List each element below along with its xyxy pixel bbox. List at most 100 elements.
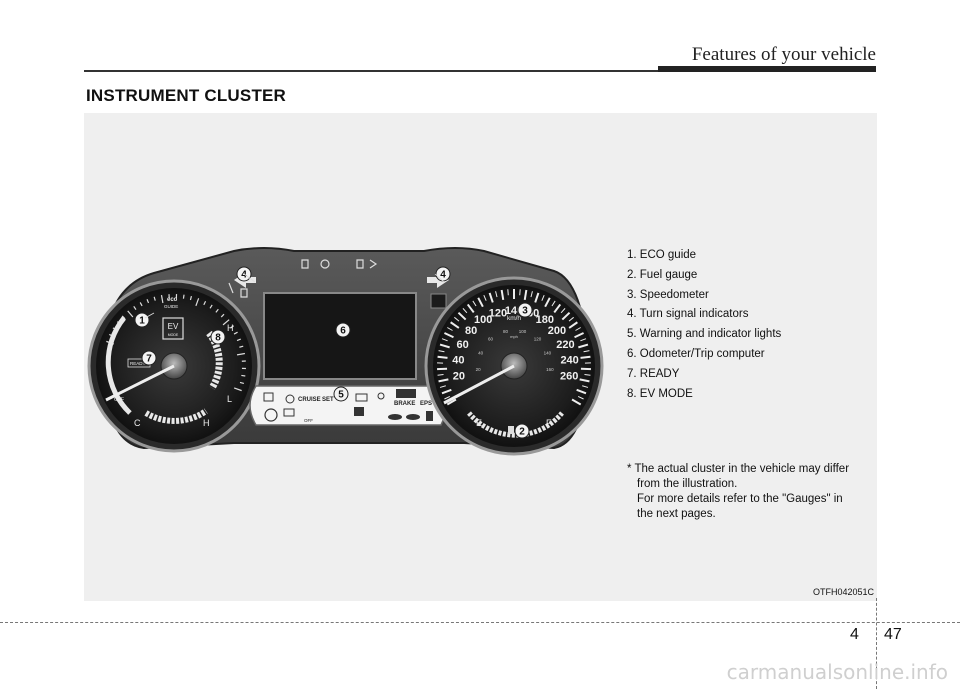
callout-badge: 1 — [134, 312, 150, 328]
speed-tick-label: 240 — [560, 354, 578, 366]
ev-mode-label: MODE — [168, 333, 179, 337]
ready-label: READY — [130, 361, 146, 366]
legend-list: 1. ECO guide 2. Fuel gauge 3. Speedomete… — [627, 246, 781, 404]
callout-badge: 4 — [435, 266, 451, 282]
legend-item: 7. READY — [627, 367, 680, 380]
fuel-f-label: F — [546, 418, 552, 428]
speed-tick-label: 180 — [536, 314, 554, 326]
ev-brake-icon — [396, 389, 416, 398]
speed-tick-label: 200 — [548, 325, 566, 337]
cruise-label: CRUISE — [298, 397, 321, 403]
callout-badge: 8 — [210, 329, 226, 345]
callout-number: 5 — [338, 390, 344, 401]
off-label: OFF — [114, 397, 124, 403]
top-indicator-icons — [228, 259, 378, 298]
speed-tick-label: 60 — [456, 339, 468, 351]
legend-item: 2. Fuel gauge — [627, 268, 698, 281]
page-number: 47 — [884, 626, 902, 643]
c-label: C — [134, 418, 141, 428]
illustration-note: * The actual cluster in the vehicle may … — [627, 462, 872, 522]
note-line: the next pages. — [637, 508, 716, 520]
speed-tick-label: 100 — [474, 314, 492, 326]
mph-tick-label: 20 — [476, 367, 482, 372]
service-icon — [354, 407, 364, 416]
header-title: Features of your vehicle — [691, 44, 876, 65]
speed-tick-label: 80 — [465, 325, 477, 337]
set-label: SET — [322, 397, 334, 403]
speed-tick-label: 40 — [452, 354, 464, 366]
callout-number: 7 — [146, 354, 152, 365]
callout-badge: 6 — [335, 322, 351, 338]
speed-tick-label: 120 — [489, 307, 507, 319]
callout-number: 1 — [139, 316, 145, 327]
figure-code: OTFH042051C — [812, 587, 874, 597]
mph-tick-label: 120 — [534, 337, 542, 342]
callout-number: 4 — [241, 270, 247, 281]
fuel-warning-icon — [426, 411, 433, 421]
warning-strip: CRUISE SET OFF BRAKE EPS — [249, 385, 448, 426]
h-top-label: H — [227, 323, 234, 333]
l-label: L — [227, 394, 232, 404]
mph-tick-label: 100 — [519, 329, 527, 334]
note-line: * The actual cluster in the vehicle may … — [627, 463, 850, 475]
section-title: INSTRUMENT CLUSTER — [86, 86, 287, 105]
legend-item: 5. Warning and indicator lights — [627, 328, 782, 341]
callout-number: 6 — [340, 326, 346, 337]
eps-label: EPS — [420, 401, 432, 407]
note-line: For more details refer to the "Gauges" i… — [637, 493, 843, 505]
instrument-cluster-illustration: EV MODE eco GUIDE READY OFF H L C H — [87, 247, 604, 456]
footer-vertical-rule — [876, 598, 877, 689]
speed-unit-label: km/h — [507, 315, 521, 322]
ev-label: EV — [168, 322, 179, 331]
mph-tick-label: 140 — [544, 350, 552, 355]
battery-icon — [355, 393, 368, 402]
right-turn-arrow-icon — [427, 272, 449, 288]
header-tab — [658, 66, 876, 72]
legend-item: 4. Turn signal indicators — [627, 308, 749, 321]
callout-badge: 2 — [514, 423, 530, 439]
fuel-e-label: E — [476, 418, 482, 428]
mph-tick-label: 160 — [546, 367, 554, 372]
callout-badge: 5 — [333, 386, 349, 402]
callout-number: 3 — [522, 306, 528, 317]
legend-item: 1. ECO guide — [627, 249, 697, 261]
speedometer: 20406080100120140160180200220240260 2040… — [424, 276, 604, 456]
left-gauge: EV MODE eco GUIDE READY OFF H L C H — [87, 279, 261, 453]
speed-tick-label: 20 — [453, 371, 465, 383]
footer-dashed-rule — [0, 622, 960, 623]
oil-icon — [263, 392, 274, 402]
speed-tick-label: 220 — [556, 339, 574, 351]
callout-number: 8 — [215, 333, 221, 344]
chapter-number: 4 — [850, 626, 859, 643]
ev-mode-icon — [162, 317, 184, 340]
seatbelt-icon — [285, 394, 295, 404]
fuel-pump-icon — [508, 426, 514, 434]
guide-label: GUIDE — [164, 304, 178, 309]
airbag-icon — [377, 392, 385, 400]
mph-tick-label: 80 — [503, 329, 509, 334]
note-line: from the illustration. — [637, 478, 738, 490]
mph-tick-label: 60 — [488, 337, 494, 342]
indicator-square — [430, 293, 447, 309]
watermark: carmanualsonline.info — [726, 660, 948, 684]
callout-badge: 3 — [517, 302, 533, 318]
eco-label: eco — [167, 297, 178, 303]
legend-item: 3. Speedometer — [627, 288, 709, 301]
figure-panel: EV MODE eco GUIDE READY OFF H L C H — [84, 113, 877, 601]
callout-markers: 1 2 3 4 4 5 6 7 8 — [134, 266, 533, 439]
brake-label: BRAKE — [394, 401, 415, 407]
car-icon-1 — [388, 414, 402, 420]
callout-number: 4 — [440, 270, 446, 281]
mph-tick-label: 40 — [478, 350, 484, 355]
car-icon-2 — [406, 414, 420, 420]
callout-badge: 7 — [141, 350, 157, 366]
legend-item: 6. Odometer/Trip computer — [627, 347, 765, 360]
header-rule — [84, 70, 876, 72]
abs-icon — [264, 408, 278, 422]
traction-icon — [283, 408, 295, 417]
legend-item: 8. EV MODE — [627, 387, 693, 400]
callout-number: 2 — [519, 427, 525, 438]
off-small-label: OFF — [304, 418, 313, 423]
speed-tick-label: 260 — [560, 371, 578, 383]
mph-unit-label: mph — [510, 334, 518, 339]
